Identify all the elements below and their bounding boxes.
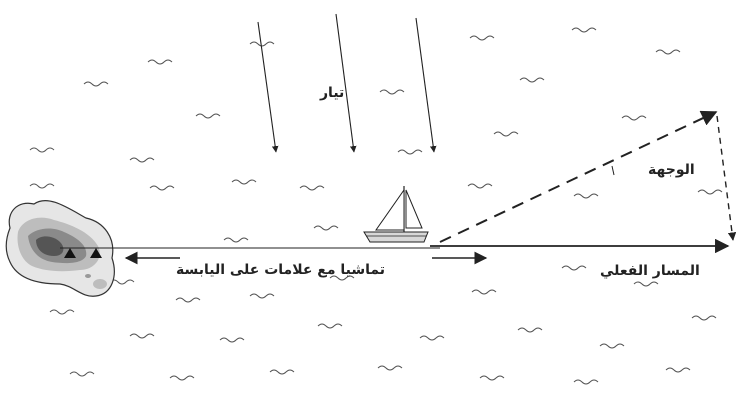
wave-squiggle — [698, 190, 722, 194]
wave-squiggle — [130, 158, 154, 162]
heading-label: الوجهة — [648, 163, 695, 177]
sailboat-icon — [364, 186, 428, 242]
wave-squiggle — [378, 366, 402, 370]
wave-squiggle — [300, 186, 324, 190]
wave-squiggle — [666, 368, 690, 372]
wave-squiggle — [494, 132, 518, 136]
wave-squiggle — [314, 226, 338, 230]
wave-squiggle — [130, 334, 154, 338]
angle-tick — [612, 166, 614, 175]
wave-squiggle — [562, 266, 586, 270]
wave-squiggle — [574, 194, 598, 198]
current-label: تيار — [320, 86, 344, 100]
actual-track-label: المسار الفعلي — [600, 264, 700, 278]
transit-label: تماشيا مع علامات على اليابسة — [176, 263, 385, 277]
wave-squiggle — [318, 324, 342, 328]
wave-squiggle — [220, 338, 244, 342]
wave-squiggle — [574, 380, 598, 384]
current-arrow — [416, 18, 434, 152]
wave-squiggle — [518, 328, 542, 332]
current-arrow — [336, 14, 354, 152]
wave-squiggle — [50, 310, 74, 314]
wave-squiggle — [480, 376, 504, 380]
wave-squiggle — [232, 180, 256, 184]
wave-squiggle — [170, 376, 194, 380]
wave-squiggle — [572, 28, 596, 32]
wave-squiggle — [470, 36, 494, 40]
wave-squiggle — [656, 50, 680, 54]
wave-squiggle — [600, 344, 624, 348]
wave-squiggle — [224, 238, 248, 242]
current-arrow — [258, 22, 276, 152]
wave-squiggle — [250, 294, 274, 298]
water-waves — [30, 28, 722, 384]
wave-squiggle — [380, 90, 404, 94]
wave-squiggle — [30, 148, 54, 152]
wave-squiggle — [30, 184, 54, 188]
wave-squiggle — [84, 82, 108, 86]
wave-squiggle — [420, 336, 444, 340]
wave-squiggle — [176, 298, 200, 302]
wave-squiggle — [634, 282, 658, 286]
wave-squiggle — [148, 60, 172, 64]
wave-squiggle — [70, 372, 94, 376]
wave-squiggle — [520, 78, 544, 82]
wave-squiggle — [150, 186, 174, 190]
current-arrows — [258, 14, 434, 152]
wave-squiggle — [622, 116, 646, 120]
wave-squiggle — [472, 290, 496, 294]
wave-squiggle — [196, 114, 220, 118]
wave-squiggle — [398, 150, 422, 154]
current-offset-arrow — [717, 116, 733, 240]
wave-squiggle — [692, 316, 716, 320]
wave-squiggle — [468, 184, 492, 188]
wave-squiggle — [250, 42, 274, 46]
wave-squiggle — [270, 370, 294, 374]
